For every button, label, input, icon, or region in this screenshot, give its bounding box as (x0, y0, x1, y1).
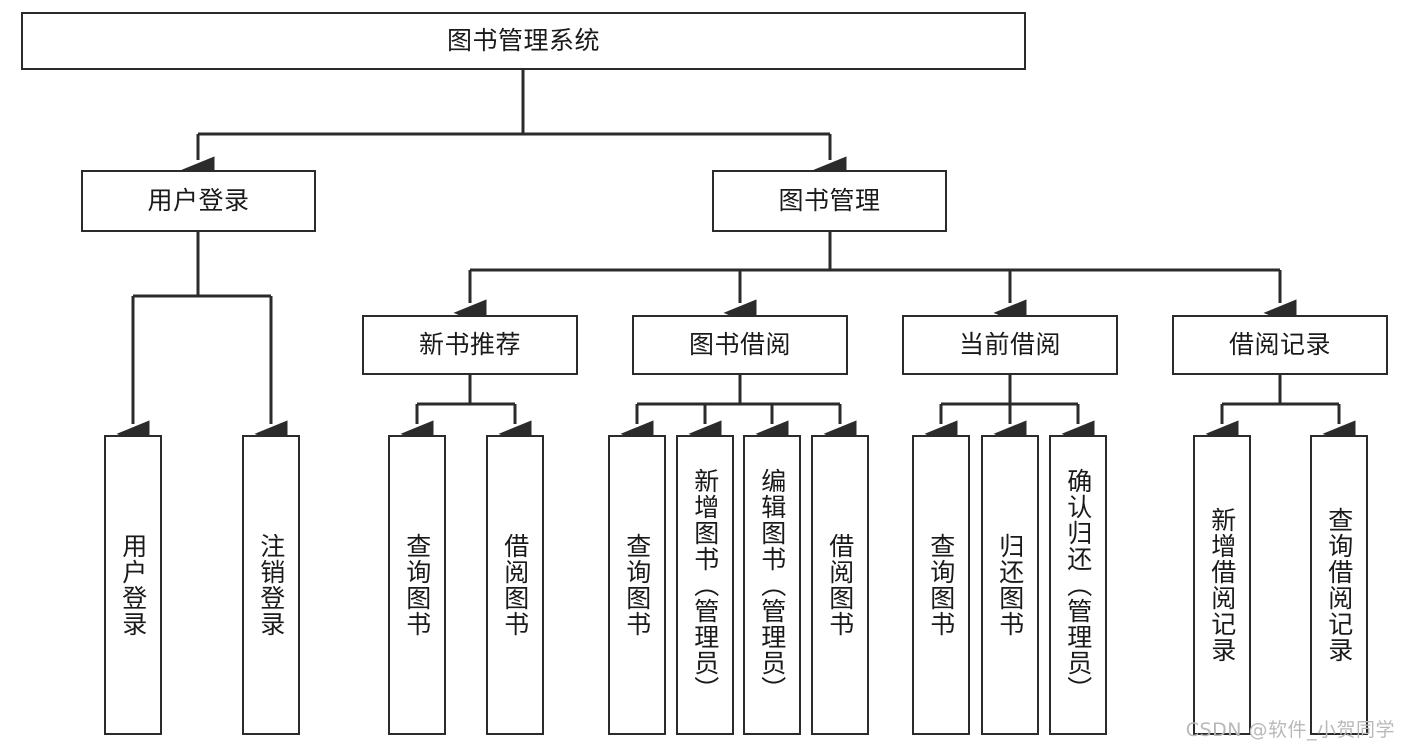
node-current-borrow[interactable]: 当前借阅 (902, 315, 1118, 375)
node-label: 查询借阅记录 (1324, 507, 1354, 663)
node-label: 用户登录 (118, 533, 148, 637)
leaf-user-login-logout[interactable]: 注销登录 (242, 435, 300, 735)
node-label: 新增借阅记录 (1207, 507, 1237, 663)
node-label: 用户登录 (147, 186, 250, 216)
leaf-new-book-query-book[interactable]: 查询图书 (388, 435, 446, 735)
leaf-book-borrow-borrow-book[interactable]: 借阅图书 (811, 435, 869, 735)
leaf-current-borrow-return-book[interactable]: 归还图书 (981, 435, 1039, 735)
node-label: 当前借阅 (958, 330, 1061, 360)
node-label: 图书管理系统 (446, 26, 600, 56)
node-label: 图书借阅 (688, 330, 791, 360)
node-label: 查询图书 (402, 533, 432, 637)
leaf-book-borrow-edit-book-admin[interactable]: 编辑图书（管理员） (743, 435, 801, 735)
node-label: 确认归还（管理员） (1063, 468, 1093, 702)
leaf-book-borrow-add-book-admin[interactable]: 新增图书（管理员） (676, 435, 734, 735)
leaf-current-borrow-confirm-return-admin[interactable]: 确认归还（管理员） (1049, 435, 1107, 735)
node-root-book-management-system[interactable]: 图书管理系统 (21, 12, 1026, 70)
node-label: 查询图书 (622, 533, 652, 637)
node-book-borrow[interactable]: 图书借阅 (632, 315, 848, 375)
leaf-new-book-borrow-book[interactable]: 借阅图书 (486, 435, 544, 735)
node-user-login[interactable]: 用户登录 (81, 170, 316, 232)
node-borrow-record[interactable]: 借阅记录 (1172, 315, 1388, 375)
leaf-borrow-record-add-record[interactable]: 新增借阅记录 (1193, 435, 1251, 735)
node-label: 查询图书 (926, 533, 956, 637)
leaf-borrow-record-query-record[interactable]: 查询借阅记录 (1310, 435, 1368, 735)
node-label: 编辑图书（管理员） (757, 468, 787, 702)
node-label: 新书推荐 (418, 330, 521, 360)
node-label: 借阅记录 (1228, 330, 1331, 360)
node-label: 图书管理 (778, 186, 881, 216)
leaf-book-borrow-query-book[interactable]: 查询图书 (608, 435, 666, 735)
node-label: 注销登录 (256, 533, 286, 637)
leaf-current-borrow-query-book[interactable]: 查询图书 (912, 435, 970, 735)
node-label: 归还图书 (995, 533, 1025, 637)
node-new-book-recommend[interactable]: 新书推荐 (362, 315, 578, 375)
node-label: 借阅图书 (825, 533, 855, 637)
node-label: 新增图书（管理员） (690, 468, 720, 702)
leaf-user-login-login[interactable]: 用户登录 (104, 435, 162, 735)
node-book-management[interactable]: 图书管理 (712, 170, 947, 232)
node-label: 借阅图书 (500, 533, 530, 637)
watermark-text: CSDN @软件_小贺同学 (1185, 719, 1395, 741)
